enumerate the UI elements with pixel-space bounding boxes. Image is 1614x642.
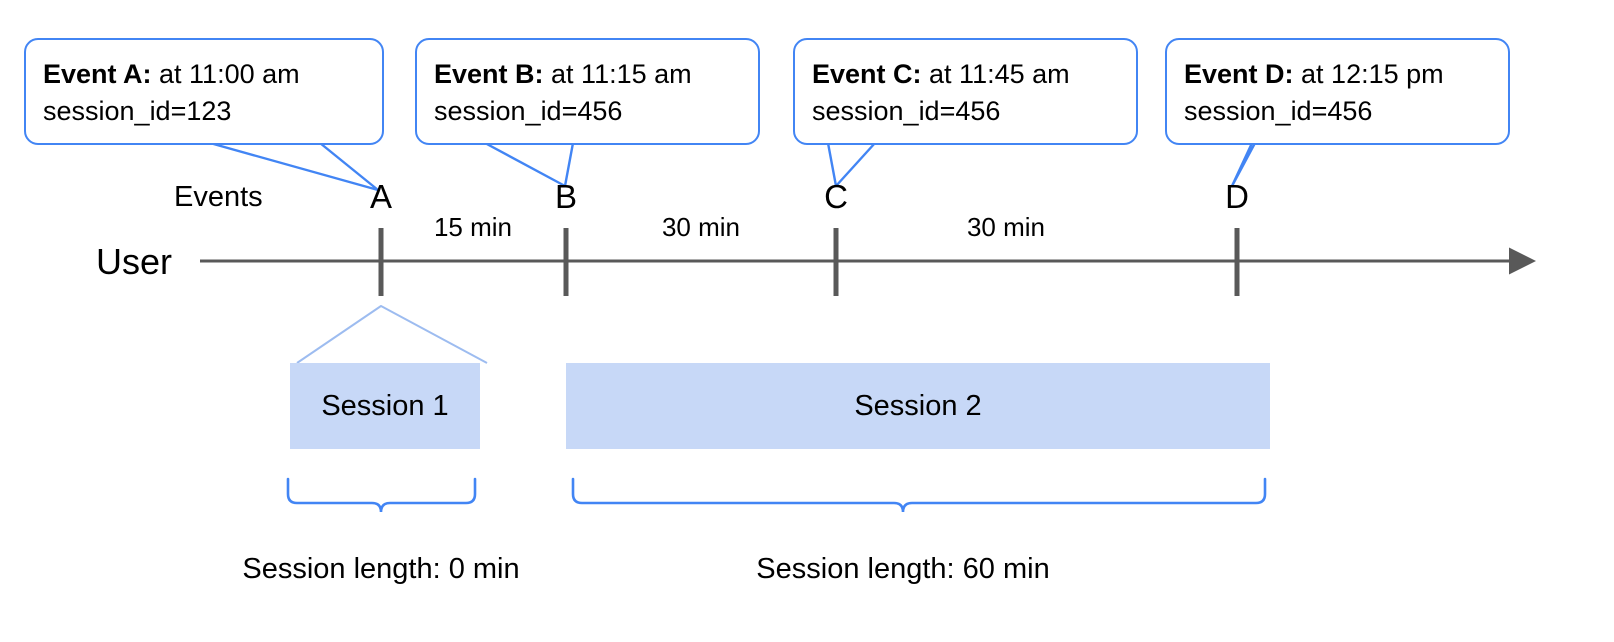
callout-c-title: Event C: at 11:45 am [812,59,1070,89]
callout-tail-b [484,141,575,188]
event-letter-a: A [369,178,392,215]
callout-c-name: Event C: [812,59,922,89]
event-letter-c: C [824,178,848,215]
callout-event-c: Event C: at 11:45 am session_id=456 [793,38,1138,146]
callout-event-a: Event A: at 11:00 am session_id=123 [24,38,384,146]
session-box-2: Session 2 [566,363,1270,449]
event-letter-b: B [554,178,577,215]
callout-d-name: Event D: [1184,59,1294,89]
callout-d-time: at 12:15 pm [1293,59,1444,89]
session-length-caption-1: Session length: 0 min [242,553,520,585]
session-box-1-label: Session 1 [321,389,449,422]
session1-brace [286,477,477,513]
callout-c-session-id: session_id=456 [812,95,1001,126]
callout-tail-a [209,141,380,192]
callout-b-name: Event B: [434,59,544,89]
callout-a-name: Event A: [43,59,152,89]
event-letter-d: D [1225,178,1249,215]
callout-a-title: Event A: at 11:00 am [43,59,300,89]
session-box-2-label: Session 2 [854,389,982,422]
session1-connector [296,305,488,364]
callout-b-session-id: session_id=456 [434,95,623,126]
callout-c-time: at 11:45 am [921,59,1070,89]
callout-b-time: at 11:15 am [543,59,692,89]
interval-label-a-b: 15 min [433,212,513,242]
callout-event-b: Event B: at 11:15 am session_id=456 [415,38,760,146]
callout-a-time: at 11:00 am [151,59,300,89]
axis-events-label: Events [174,181,263,213]
session2-brace [571,477,1267,513]
interval-label-b-c: 30 min [661,212,741,242]
callout-b-title: Event B: at 11:15 am [434,59,692,89]
callout-tail-d [1230,142,1257,188]
callout-a-session-id: session_id=123 [43,95,232,126]
axis-row-label-user: User [96,241,173,282]
callout-d-title: Event D: at 12:15 pm [1184,59,1444,89]
callout-tail-c [826,142,876,188]
interval-label-c-d: 30 min [966,212,1046,242]
callout-d-session-id: session_id=456 [1184,95,1373,126]
session-length-caption-2: Session length: 60 min [756,553,1050,585]
session-box-1: Session 1 [290,363,480,449]
callout-event-d: Event D: at 12:15 pm session_id=456 [1165,38,1510,146]
